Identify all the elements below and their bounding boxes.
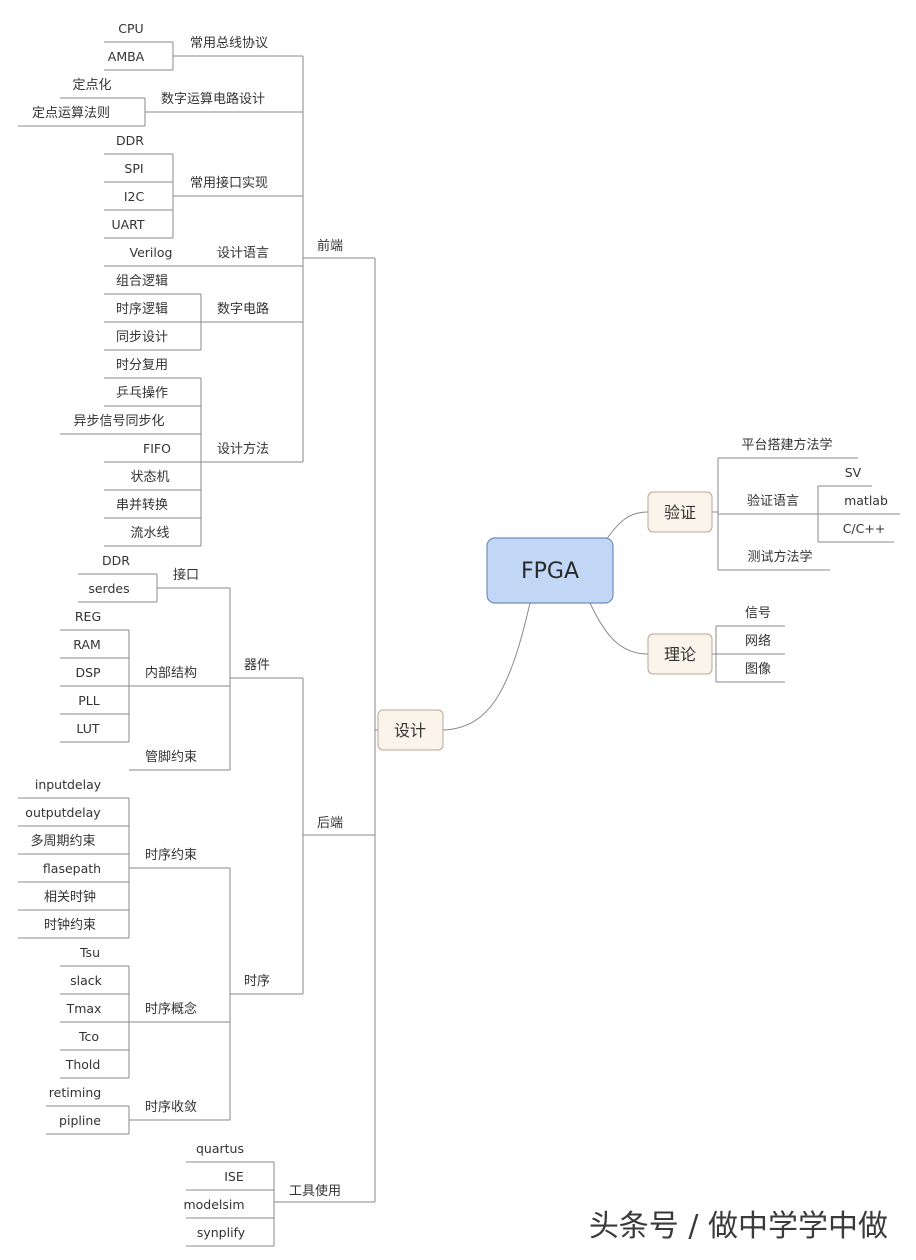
leaf-label[interactable]: UART — [111, 217, 144, 232]
design-node[interactable]: 设计 — [377, 709, 444, 751]
theory-node[interactable]: 理论 — [647, 633, 713, 675]
tools-branch: 工具使用 quartus ISE modelsim synplify — [183, 1141, 341, 1240]
theory-node-label: 理论 — [664, 645, 696, 664]
leaf-label[interactable]: 相关时钟 — [44, 889, 96, 905]
leaf-label[interactable]: RAM — [73, 637, 101, 652]
group-label[interactable]: 常用接口实现 — [190, 175, 268, 191]
group-label[interactable]: 数字电路 — [217, 301, 269, 317]
leaf-label[interactable]: 状态机 — [130, 470, 169, 485]
leaf-label[interactable]: 时序逻辑 — [116, 302, 168, 317]
leaf-label[interactable]: 流水线 — [130, 526, 169, 541]
group-label[interactable]: 验证语言 — [747, 493, 799, 509]
group-label[interactable]: 内部结构 — [145, 665, 197, 681]
leaf-label[interactable]: 定点化 — [72, 78, 111, 93]
tools-label[interactable]: 工具使用 — [289, 1183, 341, 1199]
leaf-label[interactable]: Tco — [78, 1029, 99, 1044]
frontend-label[interactable]: 前端 — [317, 238, 343, 254]
leaf-label[interactable]: 时钟约束 — [44, 917, 96, 933]
leaf-label[interactable]: quartus — [196, 1141, 244, 1156]
group-label[interactable]: 时序约束 — [145, 848, 197, 863]
leaf-label[interactable]: LUT — [76, 721, 99, 736]
leaf-label[interactable]: Tmax — [66, 1001, 102, 1016]
leaf-label[interactable]: 多周期约束 — [30, 833, 95, 849]
leaf-label[interactable]: C/C++ — [843, 521, 886, 536]
leaf-label[interactable]: 图像 — [745, 662, 771, 677]
verification-branch: 平台搭建方法学 验证语言 SV matlab C/C++ 测试方法学 — [741, 437, 887, 565]
leaf-label[interactable]: CPU — [118, 21, 143, 36]
leaf-label[interactable]: 定点运算法则 — [32, 106, 110, 121]
connector-root-verification — [605, 511, 649, 541]
leaf-label[interactable]: ISE — [224, 1169, 244, 1184]
leaf-label[interactable]: 时分复用 — [116, 358, 168, 373]
design-node-label: 设计 — [394, 721, 426, 740]
leaf-label[interactable]: modelsim — [183, 1197, 244, 1212]
leaf-label[interactable]: SPI — [124, 161, 143, 176]
leaf-label[interactable]: 异步信号同步化 — [73, 414, 164, 429]
root-node[interactable]: FPGA — [486, 537, 614, 604]
backend-label[interactable]: 后端 — [317, 816, 343, 831]
design-node-box — [377, 709, 444, 751]
group-label[interactable]: 管脚约束 — [145, 749, 197, 765]
frontend-branch: 前端 常用总线协议 CPU AMBA 数字运算电路设计 定点化 定点运算法则 常… — [32, 21, 343, 541]
group-label[interactable]: 接口 — [173, 567, 199, 583]
leaf-label[interactable]: REG — [75, 609, 101, 624]
leaf-label[interactable]: Thold — [65, 1057, 101, 1072]
leaf-label[interactable]: 信号 — [745, 606, 771, 621]
leaf-label[interactable]: flasepath — [43, 861, 101, 876]
connector-root-design — [442, 602, 531, 731]
group-label[interactable]: 数字运算电路设计 — [161, 91, 265, 107]
group-label[interactable]: 时序收敛 — [145, 1099, 197, 1115]
timing-label[interactable]: 时序 — [244, 974, 270, 989]
theory-node-box — [647, 633, 713, 675]
group-label[interactable]: 设计语言 — [217, 246, 269, 261]
connector-root-theory — [589, 602, 649, 655]
leaf-label[interactable]: slack — [70, 973, 103, 988]
leaf-label[interactable]: 串并转换 — [116, 498, 168, 513]
leaf-label[interactable]: inputdelay — [35, 777, 102, 792]
leaf-label[interactable]: DDR — [116, 133, 144, 148]
leaf-label[interactable]: 乒乓操作 — [116, 385, 168, 401]
leaf-label[interactable]: serdes — [88, 581, 129, 596]
verification-node[interactable]: 验证 — [647, 491, 713, 533]
root-node-label: FPGA — [521, 559, 579, 584]
backend-branch: 后端 器件 接口 DDR serdes 内部结构 REG RAM DSP PLL… — [25, 553, 343, 1128]
leaf-label[interactable]: matlab — [844, 493, 888, 508]
device-label[interactable]: 器件 — [244, 658, 270, 673]
theory-branch: 信号 网络 图像 — [745, 606, 771, 677]
leaf-label[interactable]: I2C — [124, 189, 145, 204]
leaf-label[interactable]: SV — [845, 465, 862, 480]
connectors — [18, 41, 900, 1247]
leaf-label[interactable]: Tsu — [79, 945, 100, 960]
leaf-label[interactable]: DSP — [75, 665, 101, 680]
leaf-label[interactable]: AMBA — [108, 49, 145, 64]
leaf-label[interactable]: pipline — [59, 1113, 101, 1128]
leaf-label[interactable]: Verilog — [130, 245, 173, 260]
leaf-label[interactable]: 组合逻辑 — [116, 274, 168, 289]
group-label[interactable]: 测试方法学 — [747, 549, 812, 565]
group-label[interactable]: 时序概念 — [145, 1001, 197, 1017]
leaf-label[interactable]: retiming — [49, 1085, 101, 1100]
group-label[interactable]: 平台搭建方法学 — [741, 437, 832, 453]
group-label[interactable]: 设计方法 — [217, 441, 269, 457]
leaf-label[interactable]: 同步设计 — [116, 330, 168, 345]
root-node-box — [486, 537, 614, 604]
verification-node-box — [647, 491, 713, 533]
watermark: 头条号 / 做中学学中做 — [589, 1209, 888, 1244]
leaf-label[interactable]: synplify — [197, 1225, 246, 1240]
leaf-label[interactable]: PLL — [78, 693, 100, 708]
verification-node-label: 验证 — [664, 503, 696, 522]
leaf-label[interactable]: outputdelay — [25, 805, 101, 820]
leaf-label[interactable]: 网络 — [745, 633, 771, 649]
leaf-label[interactable]: FIFO — [143, 441, 171, 456]
leaf-label[interactable]: DDR — [102, 553, 130, 568]
group-label[interactable]: 常用总线协议 — [190, 36, 268, 51]
